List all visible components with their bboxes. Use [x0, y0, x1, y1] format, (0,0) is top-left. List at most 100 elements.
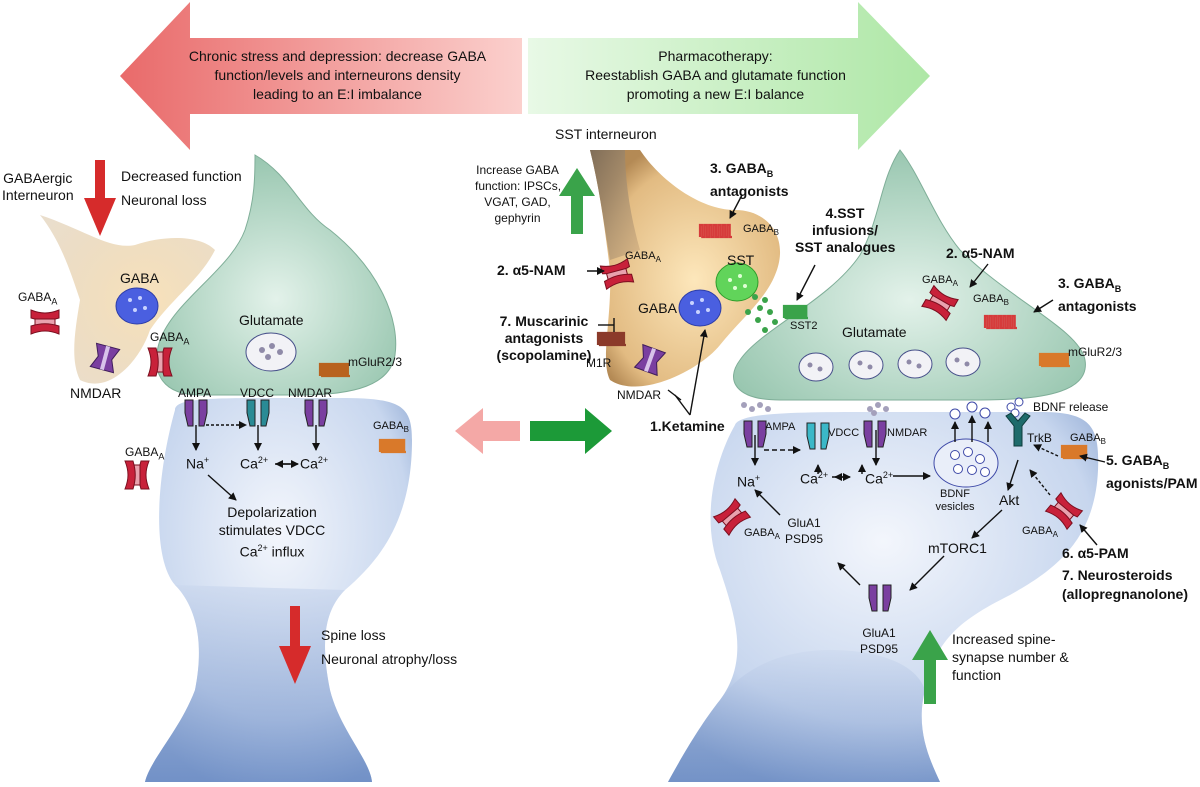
gabab-interneuron-label: GABAB — [743, 223, 779, 238]
banner-left-line3: leading to an E:I imbalance — [253, 86, 422, 102]
gabaa-post-right-label: GABAA — [1022, 525, 1058, 540]
nmdar-interneuron-icon — [89, 342, 121, 374]
bdnf-vesicles-icon — [933, 397, 1024, 488]
ca-label-right-1: Ca2+ — [800, 470, 829, 487]
depolarization-line2: stimulates VDCC — [218, 522, 326, 538]
transition-arrow-icon — [455, 408, 612, 454]
postsynaptic-spine-left — [145, 398, 412, 782]
gabab-receptor-left — [378, 438, 406, 454]
sst2-label: SST2 — [790, 320, 818, 332]
mglur-receptor-left — [318, 362, 350, 378]
vdcc-channel-right — [806, 422, 830, 450]
increased-spine-label: Increased spine- synapse number & functi… — [952, 631, 1069, 683]
muscarinic-label: 7. Muscarinic antagonists (scopolamine) — [496, 313, 592, 363]
gabaa-receptor-post-left — [712, 497, 752, 537]
glua1-receptor-icon — [868, 584, 892, 612]
gabab-label-left: GABAB — [373, 420, 409, 435]
spine-loss-label: Spine loss — [321, 627, 386, 643]
glua1-psd95-label-a: GluA1 PSD95 — [785, 516, 824, 546]
banner-left-text: Chronic stress and depression: decrease … — [150, 47, 525, 104]
gabab-receptor-interneuron — [698, 223, 732, 239]
increase-gaba-line1: Increase GABA — [476, 163, 559, 177]
gabab-pre-label: GABAB — [973, 293, 1009, 308]
trkb-receptor-icon — [1005, 412, 1031, 447]
sst-infusions-label: 4.SST infusions/ SST analogues — [795, 205, 896, 255]
nmdar-interneuron-right: NMDAR — [617, 388, 661, 402]
banner-left-line2: function/levels and interneurons density — [214, 67, 461, 83]
ca-label-left-2: Ca2+ — [300, 455, 329, 472]
ampa-label-right: AMPA — [765, 421, 796, 433]
atrophy-label: Neuronal atrophy/loss — [321, 651, 458, 667]
gabaa-post-left-label: GABAA — [744, 527, 780, 542]
banner-right-line3: promoting a new E:I balance — [626, 86, 805, 102]
presynaptic-terminal-right — [733, 149, 1086, 401]
glua1-psd95-label-b: GluA1 PSD95 — [860, 626, 899, 656]
interneuron-label-line1: GABAergic — [3, 170, 73, 186]
interneuron-label: GABAergic Interneuron — [2, 170, 74, 204]
m1r-label: M1R — [586, 356, 612, 370]
gabab-receptor-pre — [983, 314, 1017, 330]
increase-gaba-line2: function: IPSCs, — [475, 179, 562, 193]
sst-peptides — [745, 294, 778, 333]
increase-gaba-line3: VGAT, GAD, — [484, 195, 551, 209]
interneuron-left — [40, 215, 215, 384]
gabab-antagonists-label-top: 3. GABAB antagonists — [710, 160, 789, 199]
nmdar-receptor-left — [304, 399, 328, 427]
neuronal-loss-label: Neuronal loss — [121, 192, 207, 208]
mglur-label-left: mGluR2/3 — [348, 355, 403, 369]
decrease-arrow-icon — [84, 160, 116, 236]
m1r-receptor — [596, 331, 626, 347]
gabaa-receptor-3 — [124, 460, 150, 490]
gabaa-receptor-pre — [921, 284, 959, 322]
vdcc-channel-left — [246, 399, 270, 427]
glutamate-dots — [741, 402, 889, 416]
banner-left-line1: Chronic stress and depression: decrease … — [188, 48, 487, 64]
gabaa-receptor-2 — [147, 347, 173, 377]
na-label-left: Na+ — [186, 455, 210, 472]
gabab-agonists-label: 5. GABAB agonists/PAM — [1106, 452, 1198, 491]
annotation-arrows — [192, 194, 1106, 591]
akt-label: Akt — [999, 492, 1020, 508]
vdcc-label-right: VDCC — [828, 427, 860, 439]
ca-influx-line: Ca2+ influx — [239, 543, 305, 560]
depolarization-label: Depolarization stimulates VDCC Ca2+ infl… — [212, 503, 332, 561]
gabaa-pre-label: GABAA — [922, 274, 958, 289]
mglur-receptor-right — [1038, 352, 1070, 368]
sst2-receptor — [782, 304, 808, 320]
gabaa-label-2: GABAA — [150, 330, 190, 347]
na-label-right: Na+ — [737, 473, 761, 490]
gabab-receptor-post — [1060, 444, 1088, 460]
mtorc1-label: mTORC1 — [928, 540, 987, 556]
gabab-antagonists-label-right: 3. GABAB antagonists — [1058, 275, 1137, 314]
glutamate-label-left: Glutamate — [239, 312, 304, 328]
gaba-label-left: GABA — [120, 270, 159, 286]
sst-interneuron — [590, 150, 781, 387]
decreased-function-label: Decreased function — [121, 168, 242, 184]
banner-right-text: Pharmacotherapy: Reestablish GABA and gl… — [528, 47, 903, 104]
increase-gaba-label: Increase GABA function: IPSCs, VGAT, GAD… — [475, 162, 562, 226]
mglur-label-right: mGluR2/3 — [1068, 345, 1123, 359]
gabaa-receptor-1 — [30, 309, 60, 335]
glutamate-label-right: Glutamate — [842, 324, 907, 340]
sst-interneuron-label: SST interneuron — [555, 126, 657, 142]
increase-arrow-icon — [559, 168, 595, 234]
gabaa-interneuron-label: GABAA — [625, 250, 661, 265]
a5-nam-label-left: 2. α5-NAM — [497, 262, 566, 278]
ketamine-label: 1.Ketamine — [650, 418, 725, 434]
receptors — [30, 223, 1088, 612]
ampa-receptor-left — [184, 399, 208, 427]
presynaptic-terminal-left — [155, 154, 397, 396]
sst-label: SST — [727, 252, 755, 268]
depolarization-line1: Depolarization — [227, 504, 317, 520]
nmdar-interneuron-left: NMDAR — [70, 385, 122, 401]
nmdar-receptor-right — [863, 420, 887, 448]
increase-gaba-line4: gephyrin — [494, 211, 541, 225]
interneuron-label-line2: Interneuron — [2, 187, 74, 203]
banner-right-line2: Reestablish GABA and glutamate function — [585, 67, 846, 83]
spine-loss-arrow-icon — [279, 606, 311, 684]
gabaa-receptor-post-right — [1044, 491, 1084, 531]
gabaa-label-1: GABAA — [18, 290, 58, 307]
bdnf-vesicles-label: BDNF vesicles — [935, 488, 975, 513]
